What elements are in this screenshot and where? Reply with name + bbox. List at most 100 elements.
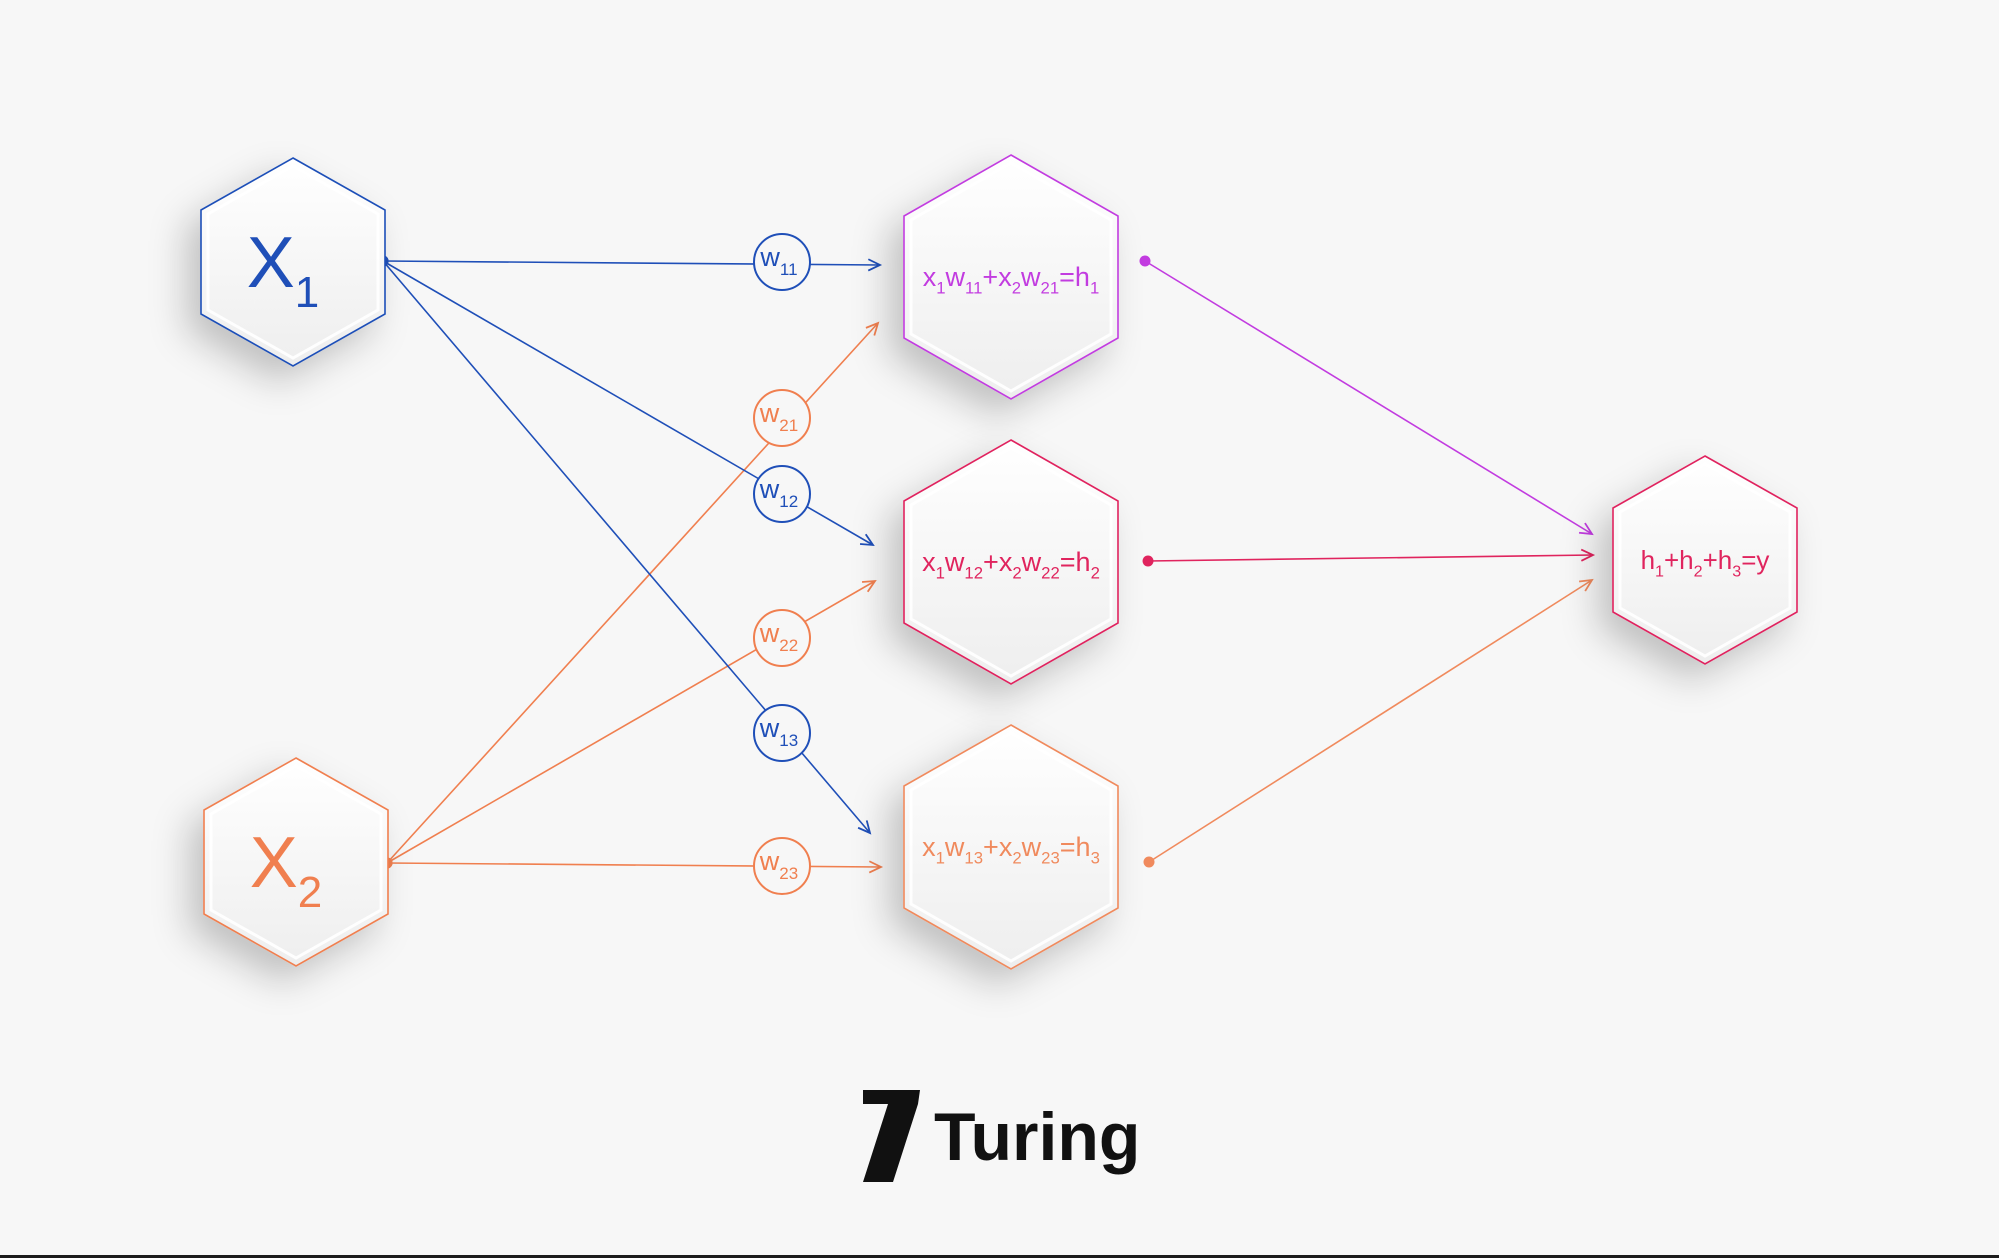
weight-base: w	[759, 713, 780, 743]
turing-logo: Turing	[863, 1090, 1140, 1182]
input-base: X	[247, 223, 295, 303]
output-formula-part: +h	[1703, 545, 1733, 575]
output-formula: h1​+h2​+h3​=y	[1641, 545, 1770, 580]
edge-h3-output-line	[1148, 579, 1593, 863]
output-formula-subscript: 3	[1732, 562, 1741, 580]
hidden-formula-h2-part: +x	[983, 547, 1013, 577]
hidden-formula-h2-subscript: 2	[1091, 564, 1100, 583]
hidden-formula-h3-subscript: 3	[1091, 849, 1100, 868]
hidden-formula-h2: x1​w12​+x2​w22​=h2​	[922, 547, 1100, 583]
weight-circle	[753, 837, 811, 895]
weight-w23: w23	[753, 837, 811, 895]
weight-base: w	[759, 846, 780, 876]
weight-w21: w21	[753, 389, 811, 447]
edge-h2-output-arrowhead-icon	[1580, 548, 1596, 562]
hidden-formula-h1-subscript: 21	[1041, 279, 1060, 298]
input-label-x1: X1	[247, 223, 320, 317]
hidden-node-h1: x1​w11​+x2​w21​=h1​	[903, 154, 1119, 400]
output-node-bevel	[1618, 462, 1792, 658]
hidden-formula-h2-part: w	[944, 547, 965, 577]
input-node-x2-bevel	[209, 764, 383, 960]
hidden-formula-h3-subscript: 2	[1012, 849, 1021, 868]
hidden-formula-h3-part: +x	[983, 832, 1013, 862]
nodes-layer: X1X2x1​w11​+x2​w21​=h1​x1​w12​+x2​w22​=h…	[200, 154, 1798, 970]
edge-x2-w22-arrowhead-icon	[861, 579, 877, 593]
weight-w11: w11	[753, 233, 811, 291]
edge-h1-output-arrowhead-icon	[1578, 522, 1594, 536]
edge-x1-w11-arrowhead-icon	[867, 258, 883, 272]
hidden-formula-h3-subscript: 23	[1041, 849, 1060, 868]
edge-h2-output-dot	[1142, 555, 1154, 567]
weight-subscript: 21	[779, 416, 798, 435]
hidden-formula-h1-subscript: 2	[1012, 279, 1021, 298]
hidden-formula-h3-part: w	[1021, 832, 1042, 862]
input-node-x2: X2	[203, 757, 389, 967]
weight-subscript: 12	[779, 492, 798, 511]
input-subscript: 2	[298, 868, 322, 917]
hidden-formula-h2-subscript: 22	[1041, 564, 1060, 583]
weight-base: w	[759, 398, 780, 428]
input-node-x1-shape	[200, 157, 386, 367]
edge-x2-w21-arrowhead-icon	[865, 321, 880, 336]
weight-label-w13: w13	[759, 713, 798, 750]
hidden-formula-h1-subscript: 1	[1090, 279, 1099, 298]
weight-base: w	[759, 242, 780, 272]
input-node-x2-shape	[203, 757, 389, 967]
weight-label-w22: w22	[759, 618, 798, 655]
edge-h1-output-dot	[1139, 255, 1151, 267]
output-node: h1​+h2​+h3​=y	[1612, 455, 1798, 665]
weight-circle	[753, 704, 811, 762]
hidden-formula-h2-subscript: 1	[936, 564, 945, 583]
output-formula-part: =y	[1741, 545, 1769, 575]
hidden-formula-h1-part: +x	[982, 262, 1012, 292]
weight-circle	[753, 609, 811, 667]
edge-h2-output-line	[1147, 554, 1594, 562]
hidden-formula-h3-part: w	[944, 832, 965, 862]
weight-w13: w13	[753, 704, 811, 762]
edge-x1-w12-arrowhead-icon	[859, 533, 875, 547]
hidden-formula-h1-subscript: 11	[965, 279, 982, 298]
hidden-formula-h2-subscript: 12	[964, 564, 983, 583]
edge-h2-output	[1142, 548, 1596, 567]
output-node-shape	[1612, 455, 1798, 665]
hidden-node-h3-shape	[903, 724, 1119, 970]
bottom-rule	[0, 1255, 1999, 1258]
edge-h1-output	[1139, 255, 1594, 536]
edge-h3-output-dot	[1143, 856, 1155, 868]
hidden-formula-h3: x1​w13​+x2​w23​=h3​	[922, 832, 1100, 868]
hidden-formula-h2-part: x	[922, 547, 936, 577]
turing-7-logo-icon	[863, 1090, 920, 1182]
input-node-x1: X1	[200, 157, 386, 367]
weight-circle	[753, 233, 811, 291]
weight-subscript: 23	[779, 864, 798, 883]
hidden-formula-h2-part: =h	[1060, 547, 1091, 577]
edge-x2-w23-arrowhead-icon	[868, 860, 884, 874]
edge-h3-output-arrowhead-icon	[1578, 578, 1594, 592]
input-label-x2: X2	[250, 823, 323, 917]
logo-text: Turing	[934, 1099, 1140, 1175]
edge-h1-output-line	[1144, 260, 1593, 535]
weight-label-w12: w12	[759, 474, 798, 511]
hidden-formula-h1: x1​w11​+x2​w21​=h1​	[923, 262, 1100, 298]
hidden-formula-h3-subscript: 1	[936, 849, 945, 868]
hidden-formula-h1-subscript: 1	[936, 279, 945, 298]
weight-label-w21: w21	[759, 398, 798, 435]
output-formula-part: h	[1641, 545, 1655, 575]
weight-subscript: 11	[780, 260, 798, 279]
edge-x1-w13-arrowhead-icon	[857, 820, 872, 835]
edge-h3-output	[1143, 578, 1594, 868]
input-node-x1-bevel	[206, 164, 380, 360]
weight-w22: w22	[753, 609, 811, 667]
hidden-node-h2-shape	[903, 439, 1119, 685]
weight-w12: w12	[753, 465, 811, 523]
weight-circle	[753, 465, 811, 523]
hidden-node-h2: x1​w12​+x2​w22​=h2​	[903, 439, 1119, 685]
output-formula-subscript: 1	[1655, 562, 1664, 580]
hidden-formula-h1-part: x	[923, 262, 937, 292]
hidden-formula-h1-part: =h	[1059, 262, 1090, 292]
hidden-formula-h2-part: w	[1021, 547, 1042, 577]
output-formula-subscript: 2	[1694, 562, 1703, 580]
weight-circle	[753, 389, 811, 447]
hidden-node-h1-bevel	[909, 161, 1113, 393]
